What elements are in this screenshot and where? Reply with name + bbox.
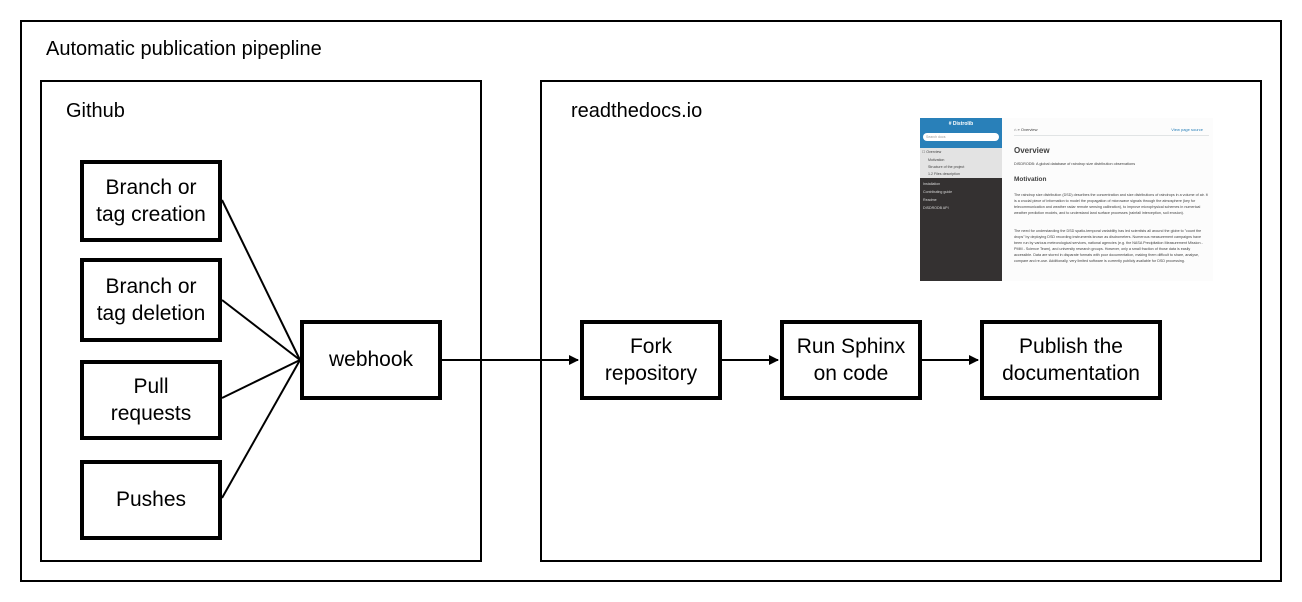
webhook-node: webhook (300, 320, 442, 400)
trigger-link-creation (221, 199, 301, 361)
docs-main: ⌂ » Overview View page source Overview D… (1002, 118, 1213, 281)
docs-heading: Overview (1014, 146, 1050, 155)
step-fork-repository: Fork repository (580, 320, 722, 400)
docs-nav-item: ☐ Overview (922, 150, 942, 154)
github-container (40, 80, 482, 562)
docs-current-section (920, 148, 1002, 178)
trigger-link-pushes (221, 359, 301, 499)
docs-subtitle: DISDRODB: A global database of raindrop … (1014, 162, 1136, 166)
trigger-branch-tag-creation: Branch or tag creation (80, 160, 222, 242)
docs-nav-item: Structure of the project (928, 165, 965, 169)
docs-view-source: View page source (1171, 127, 1203, 132)
trigger-pushes: Pushes (80, 460, 222, 540)
trigger-branch-tag-deletion: Branch or tag deletion (80, 258, 222, 342)
docs-nav-item: Contributing guide (923, 190, 953, 194)
outer-frame (20, 20, 1282, 582)
docs-nav-item: Motivation (928, 158, 945, 162)
trigger-pull-requests: Pull requests (80, 360, 222, 440)
trigger-link-deletion (221, 299, 301, 361)
docs-nav-item: Installation (923, 182, 941, 186)
docs-section-heading: Motivation (1014, 176, 1047, 183)
docs-divider (1014, 135, 1209, 136)
docs-screenshot: # Distrolib Search docs ☐ Overview Motiv… (920, 118, 1213, 281)
docs-breadcrumb: ⌂ » Overview (1014, 127, 1038, 132)
rtd-container (540, 80, 1262, 562)
trigger-link-pull-requests (221, 359, 301, 399)
docs-nav-item: 1.2 Files description (928, 172, 960, 176)
step-run-sphinx: Run Sphinx on code (780, 320, 922, 400)
rtd-title: readthedocs.io (571, 100, 703, 122)
step-publish-documentation: Publish the documentation (980, 320, 1162, 400)
docs-search-input: Search docs (923, 133, 999, 141)
docs-paragraph: The need for understanding the DSD spati… (1014, 229, 1203, 263)
outer-title: Automatic publication pipepline (46, 38, 322, 60)
docs-nav-item: DISDRODB API (923, 206, 949, 210)
github-title: Github (66, 100, 125, 122)
docs-nav-item: Readme (923, 198, 937, 202)
docs-brand: # Distrolib (948, 121, 974, 127)
docs-paragraph: The raindrop size distribution (DSD) des… (1014, 193, 1208, 215)
